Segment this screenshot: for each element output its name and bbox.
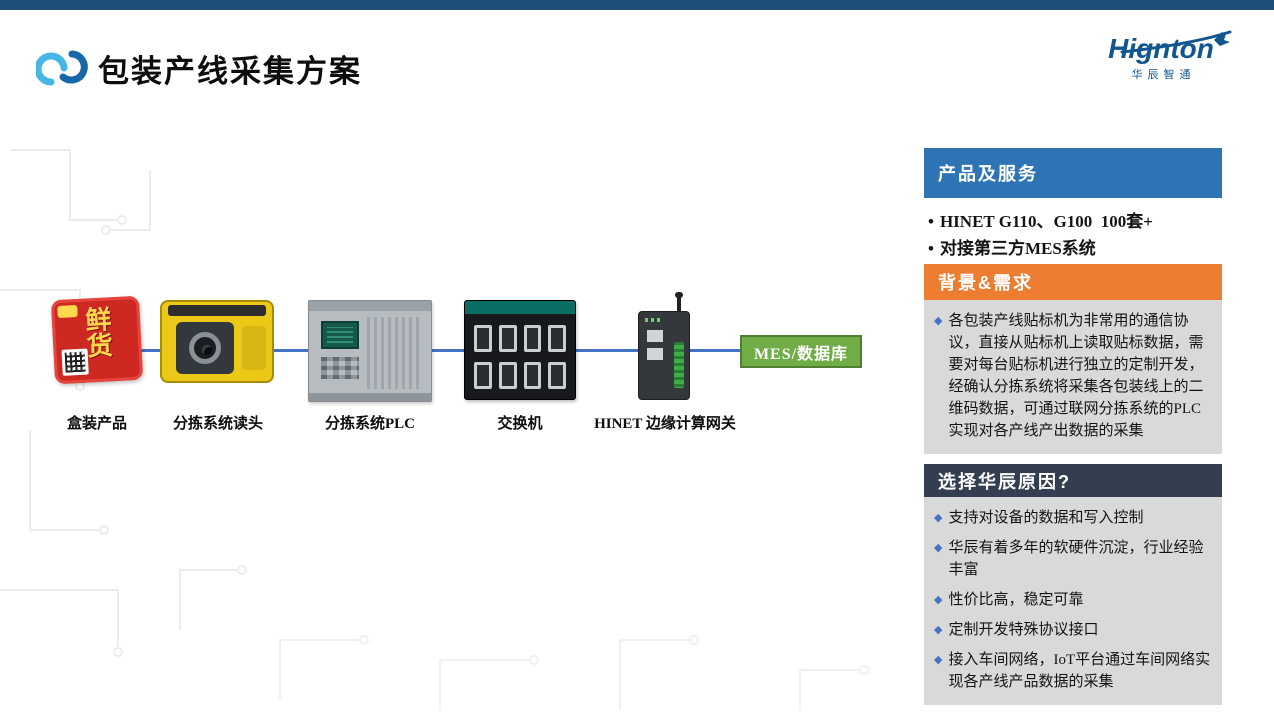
gateway-terminal-block xyxy=(674,342,684,388)
rj45-port xyxy=(548,362,566,389)
circuit-pattern-bottom xyxy=(279,635,869,710)
cloud-logo-icon xyxy=(36,50,88,86)
list-item: ◆ 各包装产线贴标机为非常用的通信协议，直接从贴标机上读取贴标数据，需要对每台贴… xyxy=(932,310,1212,442)
rj45-port xyxy=(474,362,492,389)
list-item: ◆ 华辰有着多年的软硬件沉淀，行业经验丰富 xyxy=(932,537,1212,581)
brand-logo: Hignton 华辰智通 xyxy=(1086,30,1236,82)
reader-lens xyxy=(189,332,221,364)
diamond-bullet-icon: ◆ xyxy=(934,512,943,524)
list-item-text: HINET G110、G100 100套+ xyxy=(939,212,1153,231)
plc-rail xyxy=(309,393,431,401)
plc-vents xyxy=(367,317,423,389)
rj45-port xyxy=(523,325,542,352)
reader-front-panel xyxy=(176,322,234,374)
plc-image xyxy=(308,300,432,402)
diamond-bullet-icon: ◆ xyxy=(934,594,943,606)
list-item-text: 性价比高，稳定可靠 xyxy=(948,592,1084,608)
list-item-text: 对接第三方MES系统 xyxy=(939,239,1096,258)
connector-line xyxy=(430,349,466,352)
list-item-text: 华辰有着多年的软硬件沉淀，行业经验丰富 xyxy=(948,540,1204,578)
bullet-icon: • xyxy=(928,212,934,231)
qr-code xyxy=(61,348,89,376)
gateway-port xyxy=(647,330,663,342)
top-accent-bar xyxy=(0,0,1274,10)
list-item: ◆ 性价比高，稳定可靠 xyxy=(932,589,1212,611)
rj45-port xyxy=(498,325,517,352)
edge-gateway-image xyxy=(638,292,690,400)
plc-display xyxy=(321,321,359,349)
diamond-bullet-icon: ◆ xyxy=(934,315,943,327)
list-item: ◆ 支持对设备的数据和写入控制 xyxy=(932,507,1212,529)
list-item: ◆ 接入车间网络，IoT平台通过车间网络实现各产线产品数据的采集 xyxy=(932,649,1212,693)
device-label-product: 盒装产品 xyxy=(66,416,127,432)
list-item-text: 接入车间网络，IoT平台通过车间网络实现各产线产品数据的采集 xyxy=(948,652,1211,690)
network-switch-image xyxy=(464,300,576,400)
connector-line xyxy=(140,349,162,352)
plc-top-strip xyxy=(309,301,431,311)
diamond-bullet-icon: ◆ xyxy=(934,542,943,554)
panel-products-header: 产品及服务 xyxy=(924,148,1222,198)
gateway-body xyxy=(638,311,690,400)
connector-line xyxy=(574,349,640,352)
switch-top-band xyxy=(465,301,575,314)
rj45-port xyxy=(523,362,542,389)
device-label-gateway: HINET 边缘计算网关 xyxy=(594,416,736,432)
list-item: • HINET G110、G100 100套+ xyxy=(926,208,1220,235)
page-title: 包装产线采集方案 xyxy=(98,54,362,89)
rj45-port xyxy=(498,362,517,389)
device-label-reader: 分拣系统读头 xyxy=(172,416,263,432)
sorting-reader-image xyxy=(160,300,274,383)
boxed-product-image: 鲜货 xyxy=(50,295,144,385)
device-label-switch: 交换机 xyxy=(497,416,543,432)
diamond-bullet-icon: ◆ xyxy=(934,624,943,636)
reader-side-panel xyxy=(242,326,266,370)
connector-line xyxy=(688,349,742,352)
diamond-bullet-icon: ◆ xyxy=(934,654,943,666)
gateway-leds xyxy=(645,318,663,322)
product-badge xyxy=(57,304,78,319)
panel-reasons-header: 选择华辰原因? xyxy=(924,464,1222,497)
reader-lens-inner xyxy=(202,345,212,355)
list-item-text: 定制开发特殊协议接口 xyxy=(948,622,1099,638)
switch-ports xyxy=(474,325,566,389)
gateway-port xyxy=(647,348,663,360)
rj45-port xyxy=(474,325,492,352)
list-item-text: 支持对设备的数据和写入控制 xyxy=(948,510,1144,526)
list-item: ◆ 定制开发特殊协议接口 xyxy=(932,619,1212,641)
device-label-plc: 分拣系统PLC xyxy=(324,416,415,432)
bullet-icon: • xyxy=(928,239,934,258)
product-bag: 鲜货 xyxy=(50,295,144,385)
brand-name: Hignton xyxy=(1108,33,1214,64)
panel-reasons-body: ◆ 支持对设备的数据和写入控制 ◆ 华辰有着多年的软硬件沉淀，行业经验丰富 ◆ … xyxy=(924,497,1222,705)
list-item-text: 各包装产线贴标机为非常用的通信协议，直接从贴标机上读取贴标数据，需要对每台贴标机… xyxy=(948,313,1204,439)
gateway-antenna xyxy=(675,292,683,316)
panel-background-header: 背景&需求 xyxy=(924,264,1222,300)
mes-database-node: MES/数据库 xyxy=(740,335,862,368)
antelope-swoosh-icon xyxy=(1120,30,1232,54)
rj45-port xyxy=(548,325,566,352)
circuit-pattern-left xyxy=(0,149,247,657)
reader-top-strip xyxy=(168,305,266,316)
connector-line xyxy=(272,349,310,352)
list-item: • 对接第三方MES系统 xyxy=(926,235,1220,262)
panel-background-body: ◆ 各包装产线贴标机为非常用的通信协议，直接从贴标机上读取贴标数据，需要对每台贴… xyxy=(924,300,1222,454)
panel-products-body: • HINET G110、G100 100套+ • 对接第三方MES系统 xyxy=(924,200,1222,270)
brand-subtitle: 华辰智通 xyxy=(1131,68,1196,81)
plc-keypad xyxy=(321,357,359,379)
